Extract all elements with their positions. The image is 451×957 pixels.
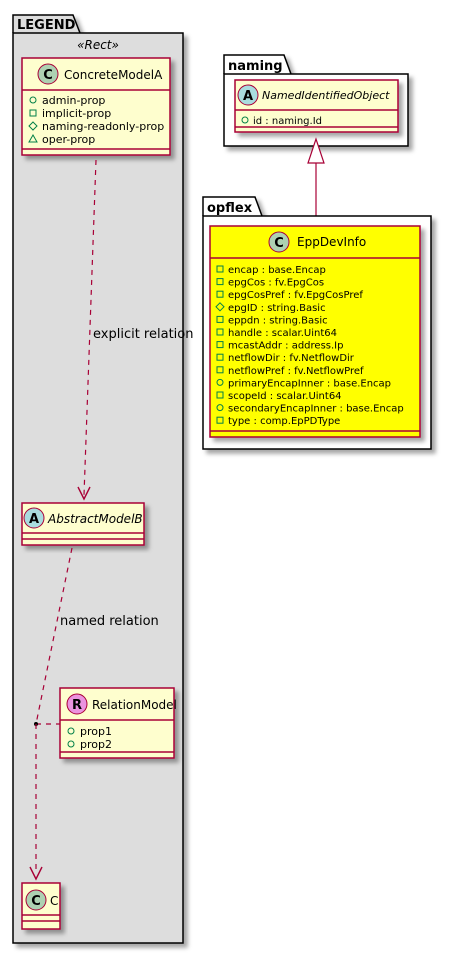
relation-model-name: RelationModel [92,698,177,712]
property-label: scopeId : scalar.Uint64 [228,391,342,402]
triangle-icon [28,133,38,143]
epp-dev-info-props: encap : base.Encap epgCos : fv.EpgCosepgC… [215,265,404,427]
inheritance-arrow [307,137,325,226]
property-label: secondaryEncapInner : base.Encap [228,404,404,415]
property-label: encap : base.Encap [228,265,326,276]
named-relation-line [29,547,73,881]
legend-package-title: LEGEND [17,18,76,33]
property-label: handle : scalar.Uint64 [228,328,337,339]
named-identified-object-name: NamedIdentifiedObject [262,89,390,102]
diamond-icon [215,302,225,312]
property-label: netflowPref : fv.NetflowPref [228,366,364,377]
square-icon [216,278,224,286]
square-icon [216,341,224,349]
abstract-model-class[interactable]: A AbstractModelB [21,502,145,546]
legend-package-body [12,32,184,944]
legend-package: LEGEND «Rect» C ConcreteModelA admin-pro… [12,14,193,944]
square-icon [216,328,224,336]
square-icon [216,290,224,298]
explicit-relation-label: explicit relation [93,327,193,342]
target-class-badge: C [31,894,41,909]
naming-package-title: naming [228,59,283,74]
circle-icon [29,96,37,104]
square-icon [216,315,224,323]
target-class-c[interactable]: C C [21,882,61,930]
named-identified-object-badge: A [243,89,253,104]
property-label: mcastAddr : address.Ip [228,341,343,352]
class-c-icon [37,63,59,85]
property-label: epgCos : fv.EpgCos [228,278,324,289]
circle-icon [216,404,224,412]
circle-icon [67,727,75,735]
class-c-icon [268,231,290,253]
concrete-model-badge: C [43,68,53,83]
named-relation-label: named relation [60,614,159,629]
abstract-model-badge: A [29,512,39,527]
abstract-a-icon [237,84,259,106]
square-icon [216,366,224,374]
concrete-model-class[interactable]: C ConcreteModelA admin-propimplicit-prop… [21,57,171,156]
opflex-package: opflex C EppDevInfo encap : base.Encap ep… [202,196,432,450]
property-label: id : naming.Id [253,116,322,127]
property-label: implicit-prop [42,107,111,120]
explicit-relation-arrow [77,159,97,501]
circle-icon [216,378,224,386]
legend-stereotype: «Rect» [77,38,119,52]
circle-icon [241,116,249,124]
epp-dev-info-class[interactable]: C EppDevInfo encap : base.Encap epgCos : … [209,225,421,438]
square-icon [216,391,224,399]
naming-package-tab [223,54,292,75]
property-label: primaryEncapInner : base.Encap [228,378,391,389]
named-identified-object-class[interactable]: A NamedIdentifiedObject id : naming.Id [234,79,399,133]
relation-model-badge: R [72,698,82,713]
property-label: prop2 [80,738,112,751]
target-class-name: C [50,894,58,908]
opflex-package-tab [202,196,263,217]
property-label: epgID : string.Basic [228,303,326,314]
property-label: prop1 [80,725,112,738]
named-identified-object-props: id : naming.Id [241,116,322,127]
property-label: oper-prop [42,133,95,146]
property-label: type : comp.EpPDType [228,416,340,427]
relation-r-icon [66,693,88,715]
opflex-package-title: opflex [207,201,253,216]
property-label: naming-readonly-prop [42,120,164,133]
abstract-model-name: AbstractModelB [47,512,143,526]
circle-icon [67,740,75,748]
naming-package: naming A NamedIdentifiedObject id : nami… [223,54,409,147]
property-label: eppdn : string.Basic [228,315,328,326]
diamond-icon [28,121,38,131]
concrete-model-props: admin-propimplicit-propnaming-readonly-p… [28,94,164,146]
property-label: admin-prop [42,94,105,107]
square-icon [216,416,224,424]
square-icon [216,265,224,273]
property-label: epgCosPref : fv.EpgCosPref [228,290,363,301]
epp-dev-info-name: EppDevInfo [297,235,366,249]
concrete-model-name: ConcreteModelA [64,68,163,82]
class-c-icon [25,889,47,911]
legend-package-tab [12,14,81,34]
property-label: netflowDir : fv.NetflowDir [228,353,355,364]
square-icon [29,109,37,117]
square-icon [216,353,224,361]
abstract-a-icon [23,507,45,529]
epp-dev-info-badge: C [274,236,284,251]
